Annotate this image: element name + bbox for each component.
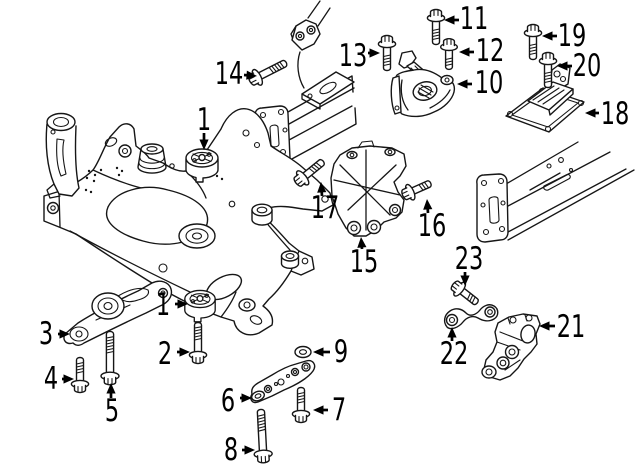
callout-arrow-head bbox=[244, 445, 255, 455]
part-number-label[interactable]: 20 bbox=[573, 48, 602, 84]
callout-arrow-head bbox=[357, 237, 367, 248]
callout-5[interactable]: 5 bbox=[105, 383, 119, 429]
callout-arrow-head bbox=[313, 347, 324, 357]
callout-6[interactable]: 6 bbox=[221, 383, 252, 419]
bolt-12 bbox=[440, 37, 458, 71]
part-number-label[interactable]: 10 bbox=[475, 65, 504, 101]
torque-strut bbox=[63, 280, 173, 346]
transmission-mount bbox=[505, 63, 585, 133]
callout-10[interactable]: 10 bbox=[457, 65, 503, 101]
bolt-13 bbox=[377, 34, 397, 72]
subframe-dots bbox=[84, 166, 224, 194]
callout-arrow-head bbox=[241, 393, 252, 403]
callout-13[interactable]: 13 bbox=[339, 38, 380, 74]
callout-4[interactable]: 4 bbox=[44, 361, 74, 397]
callout-arrow-head bbox=[557, 61, 568, 71]
part-number-label[interactable]: 7 bbox=[332, 392, 346, 428]
part-number-label[interactable]: 17 bbox=[311, 190, 340, 226]
callout-17[interactable]: 17 bbox=[311, 182, 340, 226]
callout-23[interactable]: 23 bbox=[455, 241, 484, 286]
callout-arrow-head bbox=[63, 374, 74, 384]
callout-7[interactable]: 7 bbox=[313, 392, 346, 428]
callout-arrow-head bbox=[313, 405, 324, 415]
bolt-16 bbox=[398, 174, 435, 204]
callout-arrow-head bbox=[539, 321, 550, 331]
callout-arrow-head bbox=[460, 275, 470, 286]
callout-21[interactable]: 21 bbox=[539, 309, 585, 345]
callout-arrow-head bbox=[423, 199, 433, 210]
washer bbox=[294, 345, 312, 359]
callout-arrow-head bbox=[177, 299, 188, 309]
callout-15[interactable]: 15 bbox=[350, 237, 379, 280]
bolt-11 bbox=[426, 8, 446, 46]
callout-arrow-head bbox=[199, 139, 209, 150]
part-number-label[interactable]: 4 bbox=[44, 361, 58, 397]
callout-arrow-head bbox=[246, 70, 257, 80]
bolt-2 bbox=[188, 321, 208, 365]
gearbox-bracket bbox=[481, 313, 541, 381]
callout-arrow-head bbox=[59, 329, 70, 339]
callout-19[interactable]: 19 bbox=[542, 18, 586, 54]
callout-arrow-head bbox=[179, 347, 190, 357]
part-number-label[interactable]: 22 bbox=[440, 336, 469, 372]
bolt-4 bbox=[70, 356, 90, 394]
part-number-label[interactable]: 16 bbox=[418, 208, 447, 244]
part-number-label[interactable]: 2 bbox=[158, 336, 172, 372]
lower-support-beam bbox=[476, 141, 635, 243]
bolt-19 bbox=[523, 23, 543, 61]
callout-8[interactable]: 8 bbox=[224, 432, 255, 468]
bolt-14 bbox=[245, 54, 291, 90]
part-number-label[interactable]: 6 bbox=[221, 383, 235, 419]
callout-3[interactable]: 3 bbox=[39, 316, 70, 352]
part-number-label[interactable]: 13 bbox=[339, 38, 368, 74]
callout-22[interactable]: 22 bbox=[440, 327, 469, 372]
callout-arrow-head bbox=[106, 383, 116, 394]
callout-arrow-head bbox=[542, 31, 553, 41]
part-number-label[interactable]: 21 bbox=[557, 309, 586, 345]
part-number-label[interactable]: 19 bbox=[558, 18, 587, 54]
callout-arrow-head bbox=[447, 327, 457, 338]
part-number-label[interactable]: 9 bbox=[334, 334, 348, 370]
part-number-label[interactable]: 1 bbox=[156, 287, 170, 323]
callout-14[interactable]: 14 bbox=[215, 56, 257, 92]
part-number-label[interactable]: 18 bbox=[601, 96, 630, 132]
lower-bracket bbox=[250, 359, 316, 404]
callout-20[interactable]: 20 bbox=[557, 48, 601, 84]
callout-1[interactable]: 1 bbox=[197, 102, 211, 150]
part-number-label[interactable]: 12 bbox=[476, 33, 505, 69]
mount-support-bracket bbox=[330, 140, 407, 237]
callout-arrow-head bbox=[585, 108, 596, 118]
callout-arrow-head bbox=[457, 79, 468, 89]
curved-link bbox=[443, 304, 499, 330]
part-number-label[interactable]: 23 bbox=[455, 241, 484, 277]
callout-9[interactable]: 9 bbox=[313, 334, 348, 370]
callout-12[interactable]: 12 bbox=[459, 33, 504, 69]
subframe bbox=[43, 108, 334, 336]
bolt-8 bbox=[251, 408, 274, 464]
part-number-label[interactable]: 14 bbox=[215, 56, 244, 92]
part-number-label[interactable]: 11 bbox=[460, 1, 489, 37]
part-number-label[interactable]: 3 bbox=[39, 316, 53, 352]
callout-arrow-head bbox=[369, 48, 380, 58]
callout-2[interactable]: 2 bbox=[158, 336, 190, 372]
callout-arrow-head bbox=[459, 47, 470, 57]
bolt-5 bbox=[100, 330, 120, 386]
part-number-label[interactable]: 15 bbox=[350, 244, 379, 280]
callout-1-b[interactable]: 1 bbox=[156, 287, 188, 323]
callout-arrow-head bbox=[317, 182, 327, 193]
callout-18[interactable]: 18 bbox=[585, 96, 629, 132]
engine-mount-bushing-lower bbox=[184, 289, 216, 323]
part-number-label[interactable]: 8 bbox=[224, 432, 238, 468]
bolt-7 bbox=[291, 386, 311, 424]
callout-16[interactable]: 16 bbox=[418, 199, 447, 244]
part-number-label[interactable]: 1 bbox=[197, 102, 211, 138]
part-number-label[interactable]: 5 bbox=[105, 393, 119, 429]
engine-mount bbox=[390, 50, 456, 118]
callout-arrow-head bbox=[444, 15, 455, 25]
callout-11[interactable]: 11 bbox=[444, 1, 488, 37]
